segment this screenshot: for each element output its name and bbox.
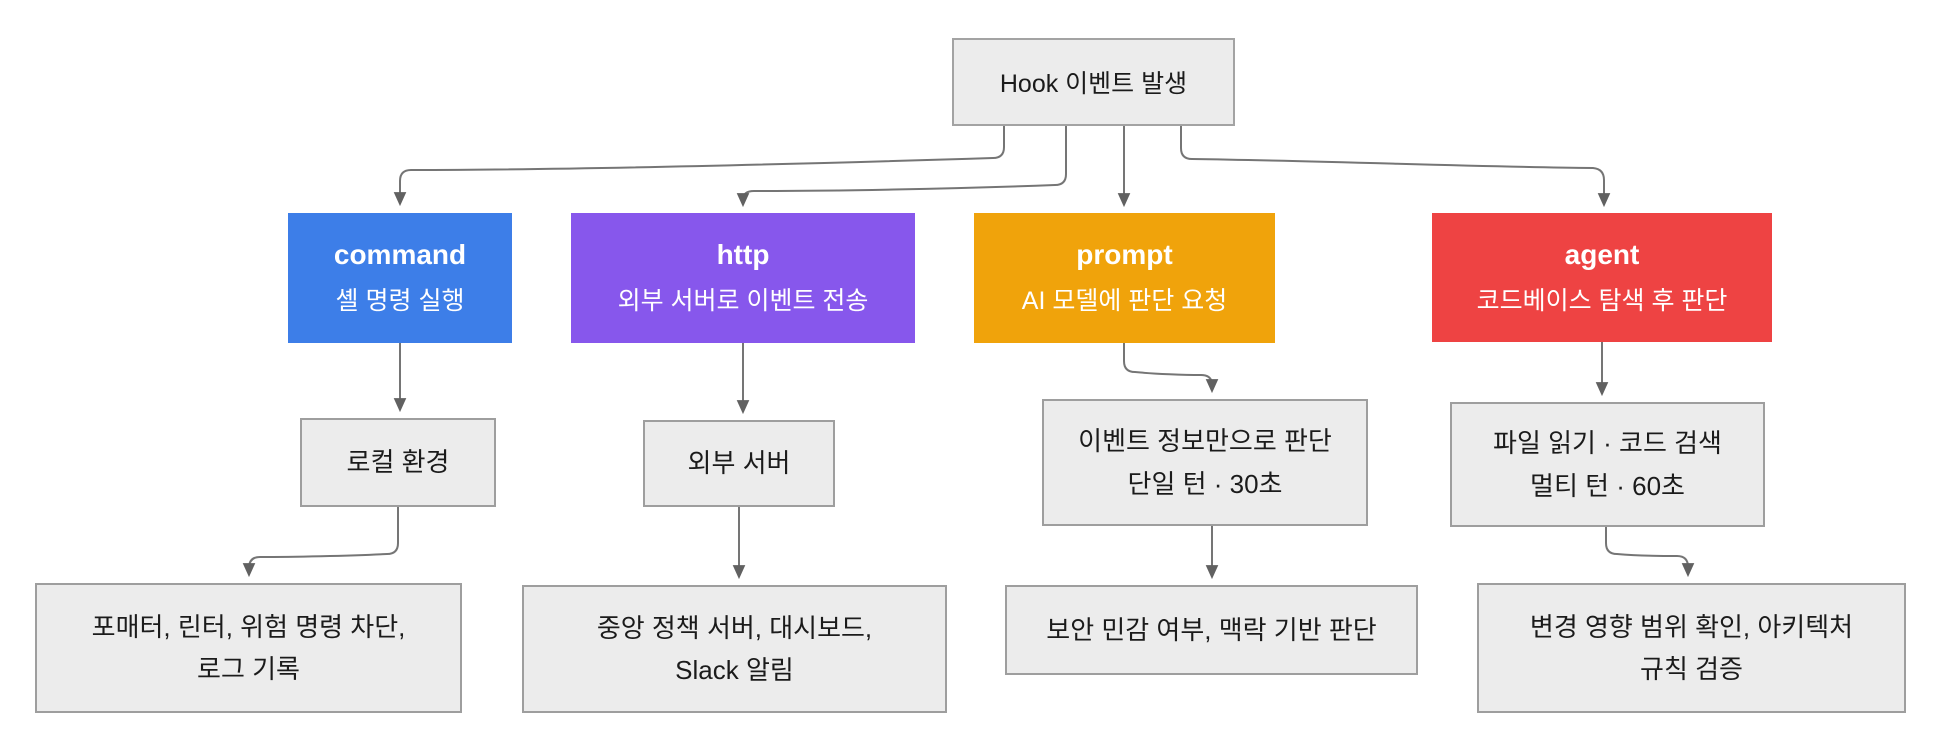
- edge-prompt-env: [1123, 343, 1219, 394]
- prompt-outcome-node: 보안 민감 여부, 맥락 기반 판단: [1005, 585, 1418, 675]
- prompt-node-title: prompt: [1076, 239, 1173, 270]
- command-outcome-line2: 로그 기록: [197, 654, 300, 684]
- prompt-env-line1: 이벤트 정보만으로 판단: [1078, 426, 1332, 457]
- edge-root-agent: [1180, 126, 1611, 208]
- prompt-env-line2: 단일 턴 · 30초: [1127, 468, 1283, 499]
- agent-env-line1: 파일 읽기 · 코드 검색: [1493, 428, 1722, 459]
- command-outcome-line1: 포매터, 린터, 위험 명령 차단,: [91, 611, 406, 642]
- command-outcome-node: 포매터, 린터, 위험 명령 차단, 로그 기록: [35, 583, 462, 713]
- http-env-line1: 외부 서버: [687, 448, 791, 479]
- root-node-hook-event: Hook 이벤트 발생: [952, 38, 1235, 126]
- agent-node: agent 코드베이스 탐색 후 판단: [1432, 213, 1772, 342]
- agent-outcome-line2: 규칙 검증: [1640, 654, 1743, 684]
- edge-command-outcome: [242, 507, 399, 578]
- prompt-outcome-line1: 보안 민감 여부, 맥락 기반 판단: [1046, 614, 1377, 645]
- root-node-label: Hook 이벤트 발생: [999, 70, 1188, 98]
- command-node-subtitle: 셸 명령 실행: [335, 287, 465, 315]
- http-node: http 외부 서버로 이벤트 전송: [571, 213, 915, 343]
- edge-agent-outcome: [1605, 527, 1695, 578]
- http-outcome-line1: 중앙 정책 서버, 대시보드,: [596, 612, 873, 643]
- agent-env-node: 파일 읽기 · 코드 검색 멀티 턴 · 60초: [1450, 402, 1765, 527]
- prompt-node: prompt AI 모델에 판단 요청: [974, 213, 1275, 343]
- agent-outcome-node: 변경 영향 범위 확인, 아키텍처 규칙 검증: [1477, 583, 1906, 713]
- http-env-node: 외부 서버: [643, 420, 835, 507]
- edge-root-command: [393, 126, 1005, 207]
- command-node: command 셸 명령 실행: [288, 213, 512, 343]
- edge-root-http: [736, 126, 1067, 208]
- command-node-title: command: [333, 239, 467, 270]
- http-outcome-line2: Slack 알림: [675, 655, 794, 685]
- http-node-title: http: [716, 239, 770, 270]
- http-node-subtitle: 외부 서버로 이벤트 전송: [617, 287, 869, 315]
- agent-env-line2: 멀티 턴 · 60초: [1530, 470, 1685, 501]
- command-env-line1: 로컬 환경: [346, 447, 450, 478]
- agent-outcome-line1: 변경 영향 범위 확인, 아키텍처: [1529, 611, 1854, 642]
- agent-node-subtitle: 코드베이스 탐색 후 판단: [1476, 286, 1728, 315]
- http-outcome-node: 중앙 정책 서버, 대시보드, Slack 알림: [522, 585, 947, 713]
- command-env-node: 로컬 환경: [300, 418, 496, 507]
- agent-node-title: agent: [1564, 238, 1640, 270]
- prompt-env-node: 이벤트 정보만으로 판단 단일 턴 · 30초: [1042, 399, 1368, 526]
- prompt-node-subtitle: AI 모델에 판단 요청: [1021, 287, 1228, 315]
